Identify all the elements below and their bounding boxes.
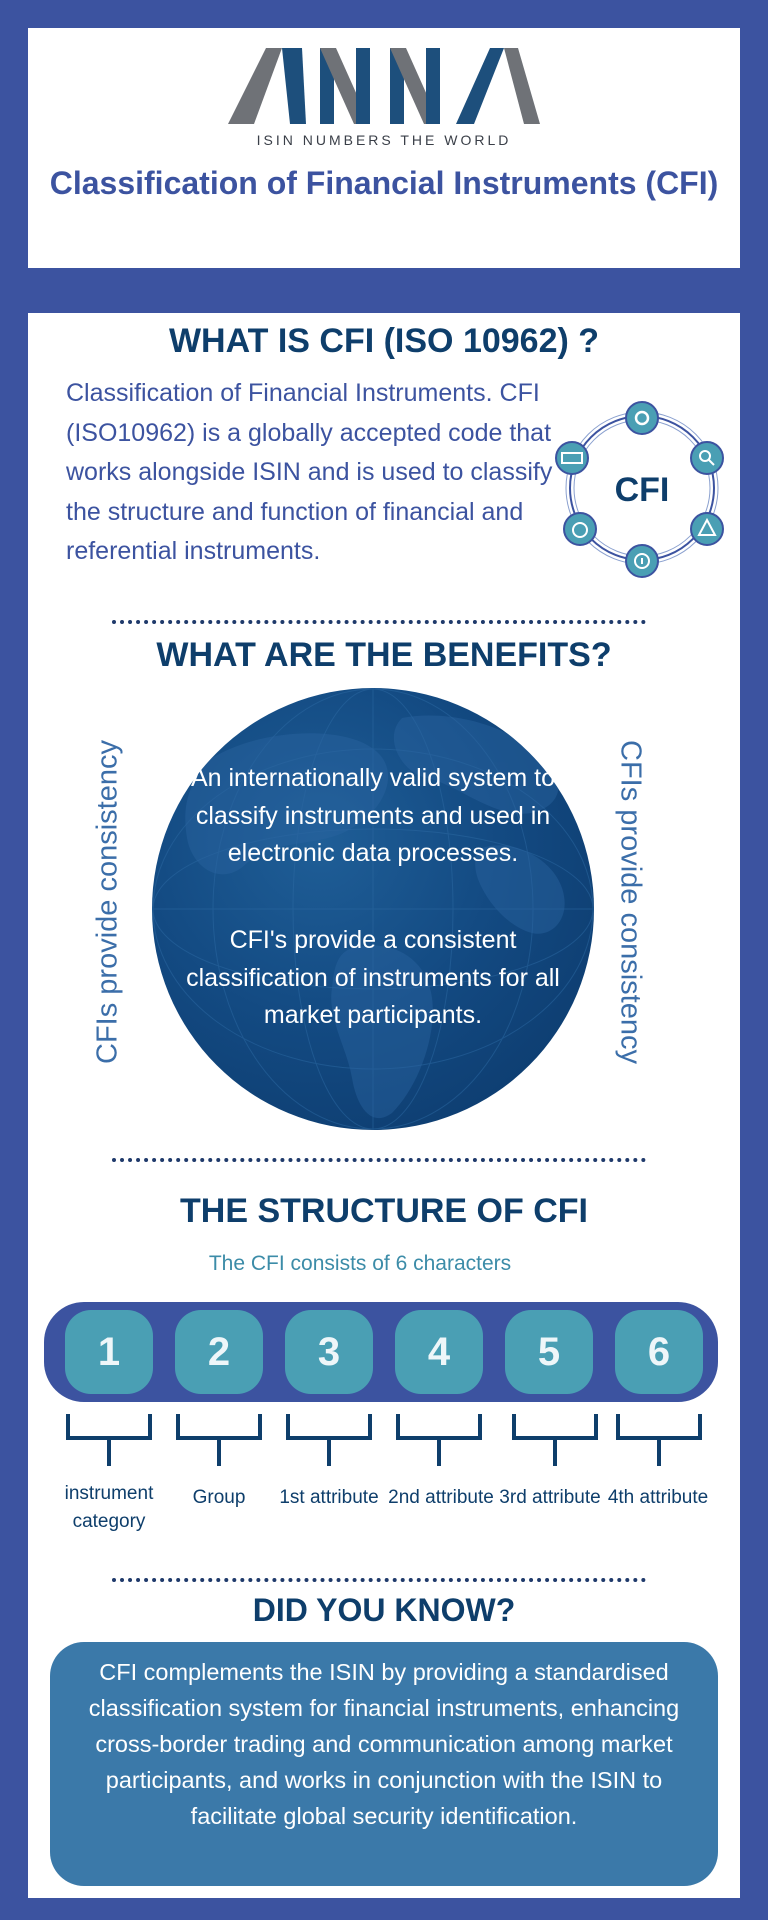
character-box: 1	[65, 1310, 153, 1394]
character-label: 1st attribute	[279, 1487, 379, 1508]
search-icon	[690, 441, 724, 475]
did-you-know-text: CFI complements the ISIN by providing a …	[88, 1659, 680, 1829]
globe-image	[152, 688, 594, 1130]
ticket-icon	[555, 441, 589, 475]
character-bar	[44, 1302, 718, 1402]
character-label: Group	[192, 1487, 246, 1508]
cfi-cycle-icon: CFI	[555, 401, 724, 578]
info-icon	[625, 544, 659, 578]
timer-icon	[563, 512, 597, 546]
character-label: instrument category	[64, 1483, 154, 1532]
bracket	[616, 1414, 702, 1466]
anna-logo	[228, 48, 540, 124]
bracket	[66, 1414, 152, 1466]
character-label: 3rd attribute	[499, 1487, 601, 1508]
gear-icon	[625, 401, 659, 435]
globe-text-2: CFI's provide a consistent classificatio…	[186, 926, 560, 1029]
character-box: 3	[285, 1310, 373, 1394]
logo-tagline: ISIN NUMBERS THE WORLD	[256, 132, 512, 148]
character-box: 5	[505, 1310, 593, 1394]
warning-icon	[690, 512, 724, 546]
bracket	[286, 1414, 372, 1466]
structure-heading: THE STRUCTURE OF CFI	[180, 1192, 588, 1230]
character-box: 6	[615, 1310, 703, 1394]
globe-text-1: An internationally valid system to class…	[190, 764, 556, 867]
benefits-heading: WHAT ARE THE BENEFITS?	[156, 636, 612, 674]
did-you-know-heading: DID YOU KNOW?	[252, 1592, 516, 1628]
what-is-heading: WHAT IS CFI (ISO 10962) ?	[168, 322, 600, 360]
header-panel	[28, 28, 740, 268]
divider	[112, 620, 646, 624]
cfi-icon-label: CFI	[615, 471, 670, 509]
did-you-know-box	[50, 1642, 718, 1886]
bracket	[176, 1414, 262, 1466]
what-is-text: Classification of Financial Instruments.…	[66, 379, 553, 565]
bracket	[396, 1414, 482, 1466]
bracket	[512, 1414, 598, 1466]
divider	[112, 1158, 646, 1162]
character-box: 4	[395, 1310, 483, 1394]
page-title: Classification of Financial Instruments …	[49, 165, 719, 201]
divider	[112, 1578, 646, 1582]
character-label: 2nd attribute	[388, 1487, 494, 1508]
side-text-left: CFIs provide consistency	[91, 740, 124, 1064]
side-text-right: CFIs provide consistency	[614, 740, 647, 1064]
character-label: 4th attribute	[607, 1487, 709, 1508]
character-box: 2	[175, 1310, 263, 1394]
structure-subtitle: The CFI consists of 6 characters	[208, 1252, 512, 1275]
